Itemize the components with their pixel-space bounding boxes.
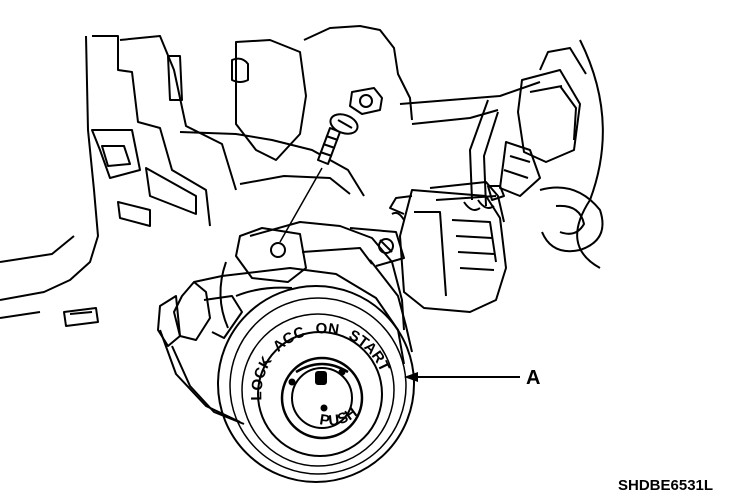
column-housing [179, 25, 541, 197]
mounting-screw [317, 113, 359, 165]
wiring-connectors [429, 39, 604, 269]
screw-guide-line [279, 167, 323, 243]
ignition-switch-body [219, 221, 413, 353]
callout-label: A [526, 367, 540, 389]
key-cylinder [217, 285, 415, 483]
position-on-label: ON [315, 320, 340, 339]
switch-connector-block [389, 189, 507, 313]
cylinder-position-labels: LOCK ACC ON START [248, 320, 393, 401]
callout-leader [404, 372, 520, 382]
figure-code: SHDBE6531L [618, 477, 713, 494]
steering-column-bracket [0, 35, 249, 327]
position-lock-label: LOCK [248, 353, 275, 400]
